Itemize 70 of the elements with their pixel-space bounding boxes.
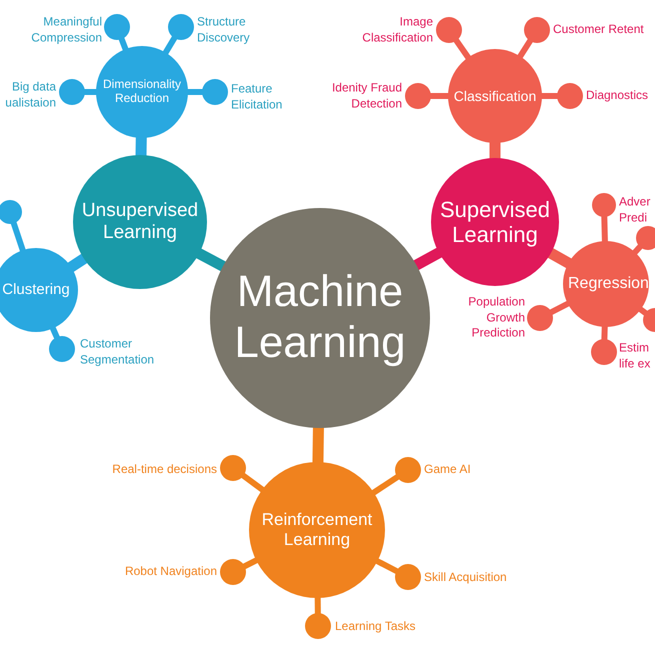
connector-line [375, 558, 399, 574]
leaf-circle [395, 564, 421, 590]
connector-line [242, 557, 258, 570]
connector-line [314, 596, 321, 614]
connector-line [632, 244, 643, 255]
connector-line [67, 254, 88, 272]
leaf-circle [636, 226, 655, 250]
topic-label: Big data ualistaion [4, 79, 56, 111]
topic-label: Customer Segmentation [80, 336, 156, 368]
topic-circle: Machine Learning [210, 208, 430, 428]
topic-label: Structure Discovery [197, 14, 251, 46]
leaf-circle [405, 83, 431, 109]
topic-label: Real-time decisions [111, 462, 217, 478]
leaf-circle [557, 83, 583, 109]
topic-label: Estim life ex [619, 340, 652, 372]
topic-circle: Dimensionality Reduction [96, 46, 188, 138]
leaf-circle [591, 339, 617, 365]
connector-line [312, 426, 324, 464]
topic-label: Image Classification [361, 14, 433, 46]
topic-label: Robot Navigation [124, 564, 217, 580]
leaf-circle [168, 14, 194, 40]
topic-circle: Classification [448, 49, 542, 143]
connector-line [549, 300, 570, 316]
connector-line [412, 247, 442, 270]
leaf-circle [104, 14, 130, 40]
topic-circle: Reinforcement Learning [249, 462, 385, 598]
connector-line [601, 326, 608, 340]
leaf-circle [220, 559, 246, 585]
connector-line [50, 326, 60, 340]
leaf-circle [527, 305, 553, 331]
connector-line [196, 248, 226, 272]
connector-line [601, 216, 608, 242]
leaf-circle [592, 193, 616, 217]
leaf-circle [202, 79, 228, 105]
connector-line [430, 93, 449, 99]
topic-label: Learning Tasks [335, 619, 416, 635]
leaf-circle [305, 613, 331, 639]
topic-label: Adver Predi [619, 194, 652, 226]
leaf-circle [0, 200, 22, 224]
topic-label: Idenity Fraud Detection [330, 80, 402, 112]
connector-line [118, 37, 129, 52]
leaf-circle [524, 17, 550, 43]
connector-line [453, 38, 472, 60]
connector-line [84, 89, 97, 95]
topic-label: Feature Elicitation [231, 81, 284, 113]
connector-line [136, 136, 147, 156]
connector-line [187, 89, 203, 95]
connector-line [490, 142, 500, 159]
leaf-circle [436, 17, 462, 43]
topic-label: Population Growth Prediction [467, 294, 525, 342]
topic-label: Game AI [424, 462, 472, 478]
topic-label: Diagnostics [586, 88, 650, 104]
topic-label: Meaningful Compression [30, 14, 102, 46]
topic-circle: Supervised Learning [431, 158, 559, 286]
connector-line [547, 248, 572, 268]
topic-label: Customer Retent [553, 22, 645, 38]
leaf-circle [220, 455, 246, 481]
connector-line [517, 38, 534, 59]
connector-line [541, 93, 558, 99]
topic-label: Skill Acquisition [424, 570, 508, 586]
connector-line [10, 221, 26, 252]
leaf-circle [59, 79, 85, 105]
leaf-circle [395, 457, 421, 483]
connector-line [371, 474, 400, 496]
topic-circle: Unsupervised Learning [73, 155, 207, 289]
connector-line [240, 472, 265, 493]
leaf-circle [49, 336, 75, 362]
connector-line [162, 36, 178, 55]
topic-circle: Regression [563, 241, 649, 327]
topic-circle: Clustering [0, 248, 78, 332]
